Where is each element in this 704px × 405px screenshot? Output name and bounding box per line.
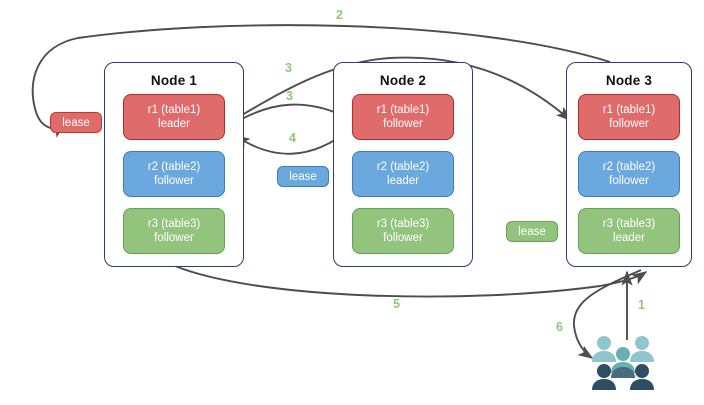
replica-node3-r3[interactable]: r3 (table3) leader xyxy=(578,208,680,254)
node-title: Node 2 xyxy=(379,73,427,88)
replica-name: r2 (table2) xyxy=(602,161,656,173)
replica-node1-r3[interactable]: r3 (table3) follower xyxy=(123,208,225,254)
replica-role: follower xyxy=(383,118,423,130)
replica-name: r2 (table2) xyxy=(147,161,201,173)
replica-role: follower xyxy=(609,175,649,187)
lease-label: lease xyxy=(289,170,317,183)
replica-role: leader xyxy=(387,175,419,187)
step-label-3a: 3 xyxy=(285,61,292,75)
node-card-node-2[interactable]: Node 2 r1 (table1) follower r2 (table2) … xyxy=(333,62,473,267)
replica-role: follower xyxy=(154,232,194,244)
replica-node2-r3[interactable]: r3 (table3) follower xyxy=(352,208,454,254)
replica-role: leader xyxy=(613,232,645,244)
replica-role: follower xyxy=(609,118,649,130)
replica-name: r3 (table3) xyxy=(376,218,430,230)
arrow-step-5 xyxy=(174,265,648,298)
step-label-4: 4 xyxy=(289,131,296,145)
replica-role: follower xyxy=(154,175,194,187)
node-title: Node 1 xyxy=(150,73,198,88)
replica-name: r3 (table3) xyxy=(147,218,201,230)
replica-name: r1 (table1) xyxy=(376,104,430,116)
step-label-5: 5 xyxy=(393,297,400,311)
replica-name: r3 (table3) xyxy=(602,218,656,230)
replica-name: r1 (table1) xyxy=(602,104,656,116)
replica-node2-r1[interactable]: r1 (table1) follower xyxy=(352,94,454,140)
replica-node2-r2[interactable]: r2 (table2) leader xyxy=(352,151,454,197)
replica-role: follower xyxy=(383,232,423,244)
replica-node1-r1[interactable]: r1 (table1) leader xyxy=(123,94,225,140)
node-card-node-3[interactable]: Node 3 r1 (table1) follower r2 (table2) … xyxy=(566,62,692,267)
lease-badge-table1[interactable]: lease xyxy=(50,112,102,133)
step-label-1: 1 xyxy=(638,298,645,312)
replica-node3-r2[interactable]: r2 (table2) follower xyxy=(578,151,680,197)
lease-label: lease xyxy=(62,116,90,129)
lease-badge-table2[interactable]: lease xyxy=(277,166,329,187)
step-label-2: 2 xyxy=(336,8,343,22)
replica-role: leader xyxy=(158,118,190,130)
replica-node3-r1[interactable]: r1 (table1) follower xyxy=(578,94,680,140)
lease-label: lease xyxy=(518,225,546,238)
step-label-3b: 3 xyxy=(286,89,293,103)
node-card-node-1[interactable]: Node 1 r1 (table1) leader r2 (table2) fo… xyxy=(104,62,244,267)
step-label-6: 6 xyxy=(556,320,563,334)
replica-node1-r2[interactable]: r2 (table2) follower xyxy=(123,151,225,197)
node-title: Node 3 xyxy=(605,73,653,88)
replica-name: r2 (table2) xyxy=(376,161,430,173)
replica-name: r1 (table1) xyxy=(147,104,201,116)
people-group-icon xyxy=(588,334,666,392)
lease-badge-table3[interactable]: lease xyxy=(506,221,558,242)
